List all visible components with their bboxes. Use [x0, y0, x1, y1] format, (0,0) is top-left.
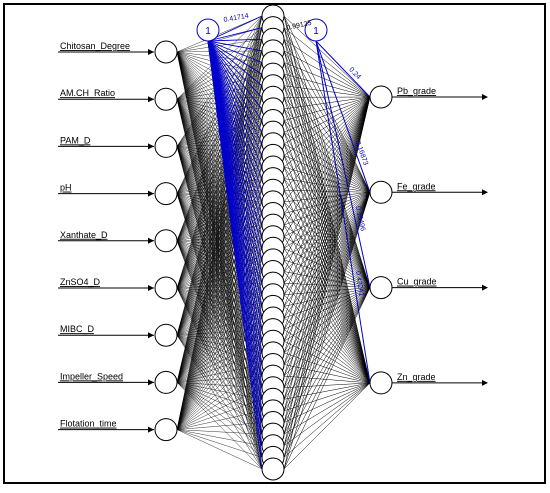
- input-neuron: [155, 41, 177, 63]
- output-label: Zn_grade: [397, 372, 436, 382]
- input-neuron: [155, 324, 177, 346]
- output-label: Pb_grade: [397, 86, 436, 96]
- input-neuron: [155, 135, 177, 157]
- bias-label: 1: [205, 26, 211, 37]
- input-neuron: [155, 371, 177, 393]
- output-neuron: [370, 181, 392, 203]
- input-neuron: [155, 183, 177, 205]
- input-neuron: [155, 419, 177, 441]
- input-label: Xanthate_D: [60, 230, 108, 240]
- input-label: MIBC_D: [60, 324, 95, 334]
- input-label: pH: [60, 183, 72, 193]
- input-label: Chitosan_Degree: [60, 41, 130, 51]
- input-label: Impeller_Speed: [60, 371, 123, 381]
- hidden-neuron: [262, 458, 284, 480]
- output-label: Fe_grade: [397, 181, 436, 191]
- output-label: Cu_grade: [397, 277, 437, 287]
- output-neuron: [370, 277, 392, 299]
- input-label: Flotation_time: [60, 419, 117, 429]
- input-label: PAM_D: [60, 135, 91, 145]
- input-neuron: [155, 230, 177, 252]
- input-label: ZnSO4_D: [60, 277, 101, 287]
- input-neuron: [155, 88, 177, 110]
- output-neuron: [370, 372, 392, 394]
- output-neuron: [370, 86, 392, 108]
- input-neuron: [155, 277, 177, 299]
- input-label: AM.CH_Ratio: [60, 88, 115, 98]
- bias-label: 1: [313, 26, 319, 37]
